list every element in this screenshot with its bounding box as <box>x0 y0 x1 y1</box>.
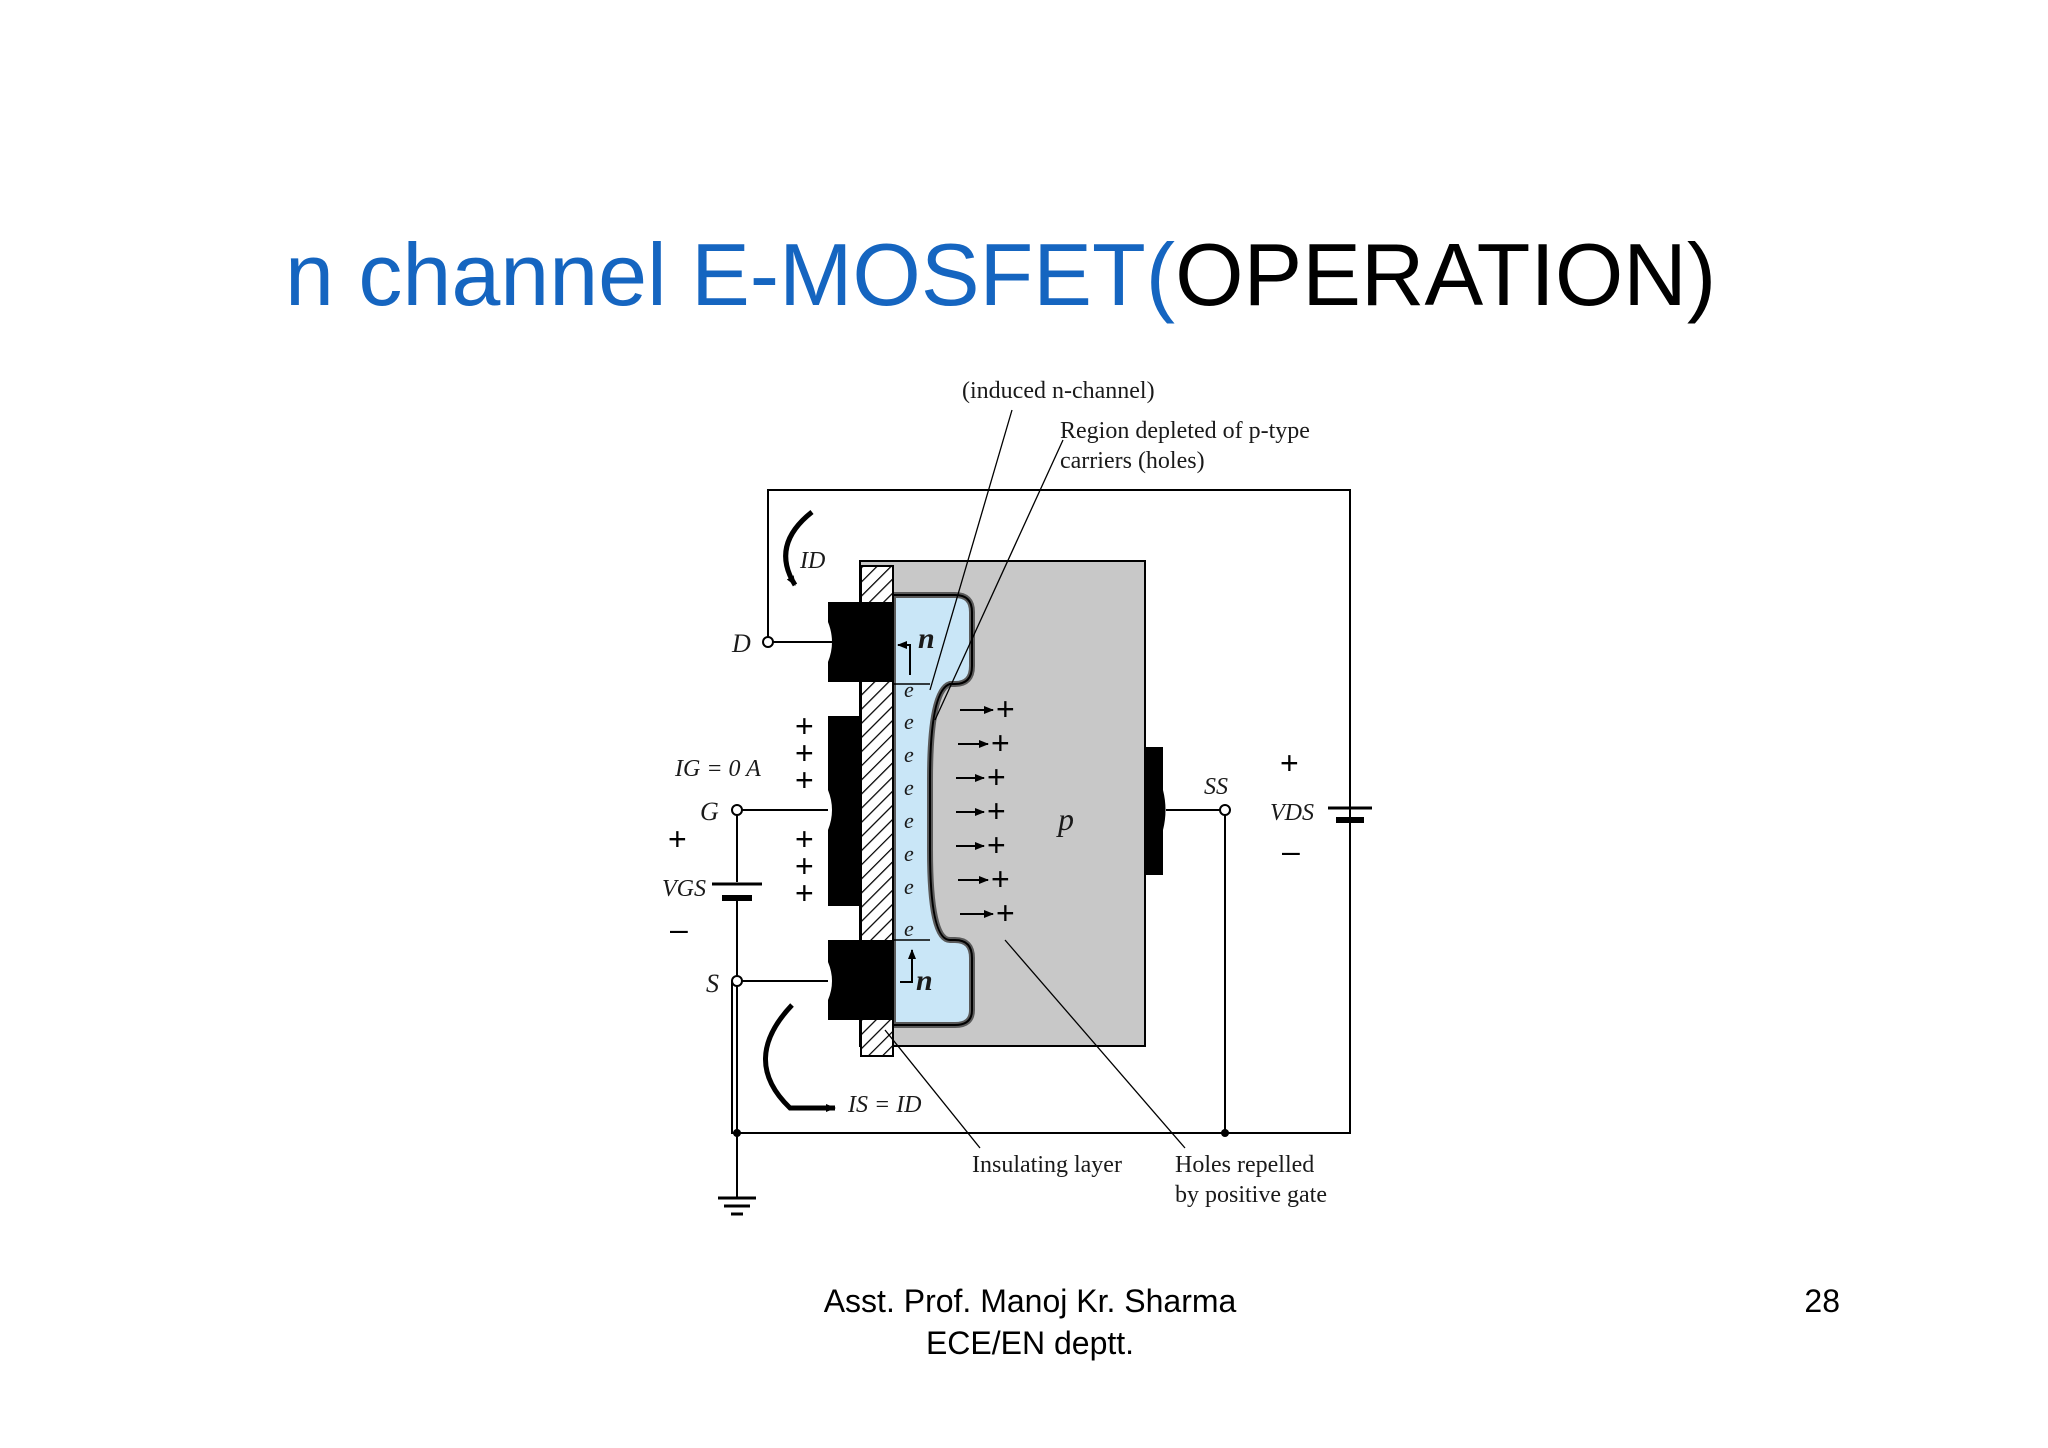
page-number: 28 <box>1804 1283 1840 1319</box>
drain-current-arrow <box>783 510 814 587</box>
gate-charges: + + + + + + <box>795 708 814 911</box>
svg-text:+: + <box>996 691 1015 727</box>
drain-n-label: n <box>918 622 935 655</box>
drain-current-label: ID <box>799 548 825 574</box>
gate-contact <box>828 716 861 906</box>
vds-label: VDS <box>1270 800 1314 826</box>
svg-text:+: + <box>795 735 814 771</box>
slide-title-main: n channel E-MOSFET( <box>285 225 1176 324</box>
vds-battery-icon <box>1328 806 1372 823</box>
svg-text:e: e <box>904 709 914 734</box>
junction-dot <box>1221 1129 1229 1137</box>
callout-depleted-region: Region depleted of p-type <box>1060 418 1310 444</box>
svg-text:+: + <box>987 827 1006 863</box>
source-flow-arrow <box>900 949 916 983</box>
drain-flow-arrow <box>897 641 911 675</box>
callout-induced-channel: (induced n-channel) <box>962 378 1155 404</box>
vds-plus: + <box>1280 745 1299 781</box>
svg-text:e: e <box>904 916 914 941</box>
callout-lines <box>884 409 1186 1149</box>
svg-text:+: + <box>795 708 814 744</box>
substrate-terminal <box>1219 804 1231 816</box>
substrate-label: SS <box>1204 774 1228 800</box>
gate-terminal <box>731 804 743 816</box>
svg-text:e: e <box>904 874 914 899</box>
source-contact <box>828 940 893 1020</box>
svg-text:e: e <box>904 841 914 866</box>
vgs-plus: + <box>668 821 687 857</box>
callout-insulating-layer: Insulating layer <box>972 1152 1122 1178</box>
repelled-holes: + + + + + + + <box>956 691 1015 931</box>
callout-holes-repelled-2: by positive gate <box>1175 1182 1327 1208</box>
svg-text:+: + <box>991 725 1010 761</box>
vgs-minus: – <box>670 911 688 947</box>
callout-depleted-region-2: carriers (holes) <box>1060 448 1205 474</box>
footer-department: ECE/EN deptt. <box>925 1325 1135 1361</box>
source-terminal <box>731 975 743 987</box>
footer-author: Asst. Prof. Manoj Kr. Sharma ECE/EN dept… <box>730 1280 1330 1364</box>
source-n-label: n <box>916 964 933 997</box>
slide-title: n channel E-MOSFET(OPERATION) <box>285 220 1716 330</box>
p-region-label: p <box>1056 801 1074 837</box>
substrate-contact <box>1145 747 1166 875</box>
vgs-battery-icon <box>712 882 762 901</box>
svg-text:+: + <box>795 762 814 798</box>
svg-text:+: + <box>996 895 1015 931</box>
vgs-label: VGS <box>662 876 706 902</box>
gate-label: G <box>700 797 719 826</box>
source-label: S <box>706 969 719 998</box>
junction-dot <box>733 1129 741 1137</box>
callout-holes-repelled: Holes repelled <box>1175 1152 1314 1178</box>
source-current-label: IS = ID <box>847 1092 922 1118</box>
svg-text:+: + <box>795 848 814 884</box>
slide-title-suffix: OPERATION) <box>1175 225 1717 324</box>
vds-minus: – <box>1282 833 1300 869</box>
channel-electrons: e e e e e e e e <box>904 677 914 941</box>
svg-text:e: e <box>904 775 914 800</box>
svg-text:+: + <box>987 759 1006 795</box>
circuit-wires <box>731 489 1351 1190</box>
svg-text:e: e <box>904 742 914 767</box>
footer-author-name: Asst. Prof. Manoj Kr. Sharma <box>823 1283 1237 1319</box>
svg-text:+: + <box>795 821 814 857</box>
gate-current-label: IG = 0 A <box>674 756 761 782</box>
svg-text:+: + <box>795 875 814 911</box>
ground-icon <box>718 1196 756 1216</box>
drain-terminal <box>762 636 774 648</box>
drain-label: D <box>731 629 751 658</box>
drain-contact <box>828 602 893 682</box>
svg-text:e: e <box>904 808 914 833</box>
svg-text:e: e <box>904 677 914 702</box>
source-current-arrow <box>763 1003 836 1112</box>
svg-text:+: + <box>991 861 1010 897</box>
svg-text:+: + <box>987 793 1006 829</box>
